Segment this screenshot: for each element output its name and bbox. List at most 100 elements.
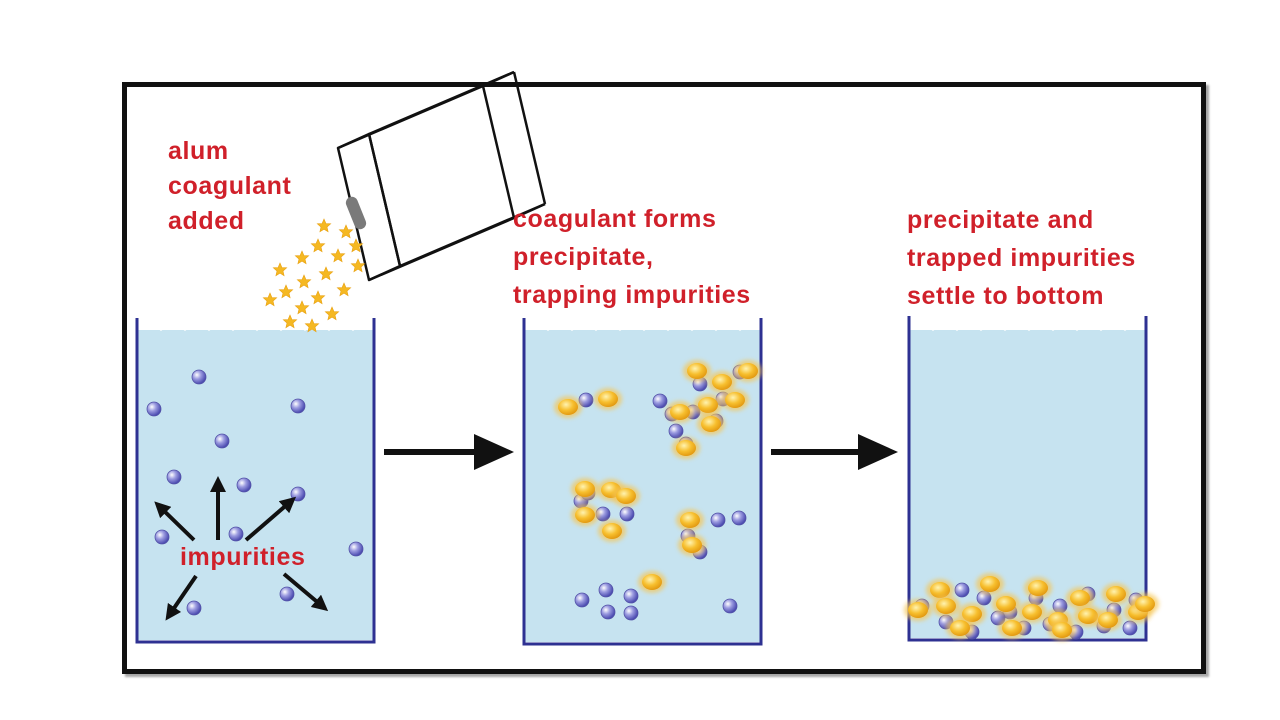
impurity-arrow — [244, 496, 297, 542]
impurity-particle — [619, 506, 635, 522]
water-surface-3 — [909, 320, 1146, 331]
star-icon — [324, 306, 340, 321]
water-surface-2 — [524, 320, 761, 331]
star-icon — [330, 248, 346, 263]
star-icon — [348, 238, 364, 253]
stage2-label-line: precipitate, — [513, 243, 654, 271]
precipitate-particle — [676, 440, 696, 456]
impurity-particle — [668, 423, 684, 439]
coagulant-box-icon — [336, 70, 547, 282]
water-3 — [909, 330, 1146, 638]
beaker-outline-1 — [135, 318, 376, 644]
particles-beaker-2 — [554, 360, 762, 621]
precipitate-particle — [1070, 590, 1090, 606]
beaker-outline-3 — [907, 316, 1148, 642]
beaker-2 — [522, 318, 763, 646]
star-icon — [294, 250, 310, 265]
star-icon — [318, 266, 334, 281]
precipitate-particle — [616, 488, 636, 504]
impurity-particle — [578, 392, 594, 408]
impurity-particle — [598, 582, 614, 598]
star-icon — [282, 314, 298, 329]
precipitate-particle — [687, 363, 707, 379]
impurity-particle — [623, 605, 639, 621]
precipitate-particle — [1078, 608, 1098, 624]
impurity-particle — [710, 512, 726, 528]
impurity-particle — [166, 469, 182, 485]
precipitate-particle — [1022, 604, 1042, 620]
star-icon — [294, 300, 310, 315]
impurity-particle — [731, 510, 747, 526]
precipitate-particle — [962, 606, 982, 622]
precipitate-particle — [930, 582, 950, 598]
star-icon — [316, 218, 332, 233]
beaker-1 — [135, 318, 376, 644]
star-icon — [278, 284, 294, 299]
precipitate-particle — [996, 596, 1016, 612]
impurity-arrow — [154, 501, 196, 542]
precipitate-particle — [1002, 620, 1022, 636]
water-1 — [137, 330, 374, 640]
precipitate-particle — [575, 481, 595, 497]
impurity-particle — [154, 529, 170, 545]
stage3-label-line: precipitate and — [907, 206, 1094, 234]
star-icon — [336, 282, 352, 297]
precipitate-particle — [908, 602, 928, 618]
impurity-particle — [954, 582, 970, 598]
impurity-particle — [290, 486, 306, 502]
beaker-outline-2 — [522, 318, 763, 646]
precipitate-particle — [602, 523, 622, 539]
star-icon — [350, 258, 366, 273]
star-icon — [310, 238, 326, 253]
arrow-right-icon — [771, 434, 898, 470]
impurity-particle — [290, 398, 306, 414]
precipitate-particle — [738, 363, 758, 379]
precipitate-particle — [698, 397, 718, 413]
precipitate-particle — [558, 399, 578, 415]
precipitate-particle — [682, 537, 702, 553]
precipitate-particle — [1106, 586, 1126, 602]
water-surface-1 — [137, 320, 375, 331]
impurity-particle — [600, 604, 616, 620]
impurities-label: impurities — [180, 540, 305, 575]
impurities-label-text: impurities — [180, 543, 306, 571]
impurity-particle — [348, 541, 364, 557]
precipitate-particle — [642, 574, 662, 590]
coagulant-stars — [262, 218, 366, 333]
star-icon — [272, 262, 288, 277]
star-icon — [296, 274, 312, 289]
stage3-label: precipitate and trapped impurities settl… — [907, 201, 1136, 315]
stage1-label: alum coagulant added — [168, 134, 291, 239]
precipitate-particle — [1052, 622, 1072, 638]
arrow-right-icon — [384, 434, 514, 470]
impurity-particle — [623, 588, 639, 604]
impurity-particle — [146, 401, 162, 417]
stage2-label-line: trapping impurities — [513, 281, 751, 309]
stage1-label-line: alum — [168, 137, 229, 165]
precipitate-particle — [701, 416, 721, 432]
impurity-arrow — [165, 574, 198, 621]
precipitate-particle — [598, 391, 618, 407]
star-icon — [304, 318, 320, 333]
impurity-particle — [228, 526, 244, 542]
impurity-particle — [214, 433, 230, 449]
precipitate-particle — [950, 620, 970, 636]
impurity-particle — [1122, 620, 1138, 636]
beaker-3 — [907, 316, 1148, 642]
precipitate-particle — [575, 507, 595, 523]
stage3-label-line: trapped impurities — [907, 244, 1136, 272]
impurity-particle — [574, 592, 590, 608]
star-icon — [310, 290, 326, 305]
precipitate-particle — [670, 404, 690, 420]
stage3-label-line: settle to bottom — [907, 282, 1105, 310]
precipitate-particle — [1098, 612, 1118, 628]
precipitate-particle — [680, 512, 700, 528]
impurity-particle — [722, 598, 738, 614]
impurity-pointer-arrows — [154, 476, 329, 621]
stage1-label-line: coagulant — [168, 172, 292, 200]
impurity-arrow — [282, 572, 329, 612]
precipitate-particle — [936, 598, 956, 614]
box-opening — [345, 196, 367, 230]
precipitate-particle — [1028, 580, 1048, 596]
